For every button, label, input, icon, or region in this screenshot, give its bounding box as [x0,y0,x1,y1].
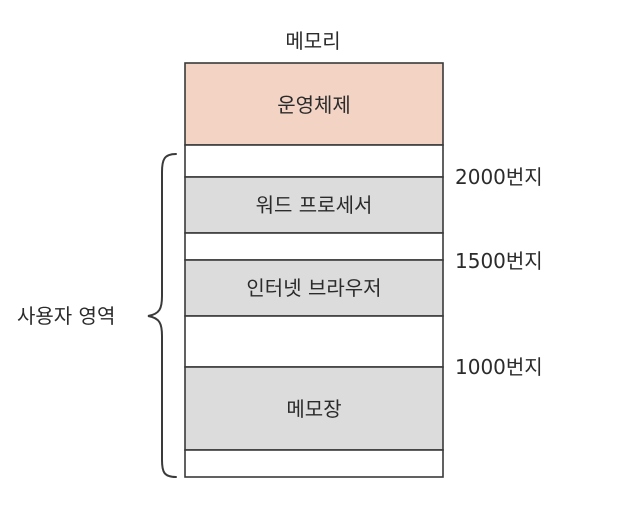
address-labels: 2000번지 1500번지 1000번지 [455,165,543,379]
segment-free-1 [184,144,444,178]
segment-label-word-processor: 워드 프로세서 [256,193,373,217]
segment-free-2 [184,232,444,261]
segment-free-4 [184,449,444,478]
memory-title: 메모리 [285,29,340,53]
segment-os [184,62,444,146]
segment-label-internet-browser: 인터넷 브라우저 [246,276,381,300]
segment-internet-browser [184,259,444,317]
user-area-label: 사용자 영역 [17,304,115,328]
memory-block: 운영체제 워드 프로세서 인터넷 브라우저 메모장 [184,62,444,478]
user-area-brace [147,153,177,478]
segment-label-notepad: 메모장 [286,397,341,421]
segment-notepad [184,366,444,451]
address-2000: 2000번지 [455,165,543,189]
address-1500: 1500번지 [455,249,543,273]
segment-free-3 [184,315,444,368]
address-1000: 1000번지 [455,355,543,379]
segment-label-os: 운영체제 [277,93,351,117]
segment-word-processor [184,176,444,234]
